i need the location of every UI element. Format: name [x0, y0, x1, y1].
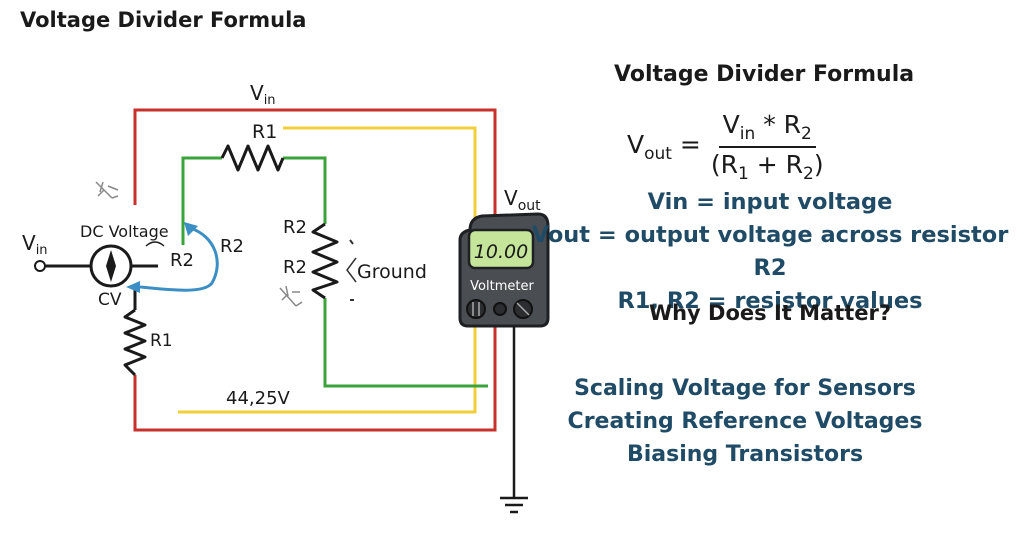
ground-label: Ground — [357, 261, 427, 283]
formula-title: Voltage Divider Formula — [614, 62, 915, 87]
r2-left-label: R2 — [170, 250, 194, 271]
voltage-divider-formula: Vout = Vin * R2 (R1 + R2) — [627, 110, 824, 184]
r1-left-resistor — [123, 308, 147, 377]
r2-mid-resistor — [311, 222, 339, 300]
vout-label: Vout — [504, 186, 541, 214]
use-item: Creating Reference Voltages — [567, 409, 923, 434]
r2-blue-arrow — [139, 226, 219, 292]
voltmeter-display: 10.00 — [474, 241, 528, 263]
r2-arrow-label: R2 — [220, 236, 244, 257]
voltmeter-center-jack — [493, 302, 507, 316]
formula-numerator: Vin * R2 — [718, 110, 816, 148]
green-wire-left — [181, 156, 222, 245]
scribble-icon — [95, 181, 119, 199]
ground-icon — [500, 496, 528, 514]
voltmeter: 10.00 Voltmeter — [458, 212, 550, 328]
r1-top-label: R1 — [252, 121, 277, 143]
formula-denominator: (R1 + R2) — [710, 150, 824, 184]
formula-lhs: Vout = — [627, 130, 701, 164]
green-wire-bottom — [323, 298, 488, 388]
voltmeter-label: Voltmeter — [470, 279, 534, 294]
voltmeter-screen — [467, 228, 535, 270]
r1-left-label: R1 — [150, 331, 173, 351]
use-item: Scaling Voltage for Sensors — [574, 376, 916, 401]
definition-item: Vin = input voltage — [647, 189, 893, 215]
r2-blue-arrowhead — [126, 281, 140, 293]
definitions-list: Vin = input voltage Vout = output voltag… — [520, 186, 1020, 318]
ground-bracket — [346, 257, 357, 283]
definition-item: Vout = output voltage across resistor R2 — [531, 222, 1009, 281]
dc-voltage-arc — [145, 241, 165, 247]
formula-fraction: Vin * R2 (R1 + R2) — [711, 110, 824, 184]
r2-blue-arrowhead-top — [184, 222, 198, 236]
vin-left-label: Vin — [22, 231, 48, 258]
r2-mid-label-b: R2 — [283, 257, 307, 278]
voltmeter-left-dial — [466, 299, 486, 319]
page-title: Voltage Divider Formula — [20, 8, 307, 32]
vin-top-label: Vin — [250, 81, 276, 108]
scribble-icon — [279, 285, 303, 307]
r2-mid-label-a: R2 — [283, 217, 307, 238]
use-item: Biasing Transistors — [626, 442, 864, 467]
why-heading: Why Does It Matter? — [648, 301, 892, 325]
dc-voltage-label: DC Voltage — [80, 222, 169, 241]
definition-item: R1, R2 = resistor values — [617, 288, 923, 314]
bottom-voltage-label: 44,25V — [226, 388, 291, 409]
dial-mark — [516, 302, 530, 316]
tick-mark — [349, 239, 354, 245]
cv-label: CV — [98, 290, 122, 310]
green-wire-mid — [283, 156, 327, 224]
uses-list: Scaling Voltage for Sensors Creating Ref… — [520, 372, 970, 471]
r1-top-resistor — [220, 144, 285, 172]
vin-terminal — [34, 260, 46, 272]
dc-source-needle — [106, 250, 116, 282]
